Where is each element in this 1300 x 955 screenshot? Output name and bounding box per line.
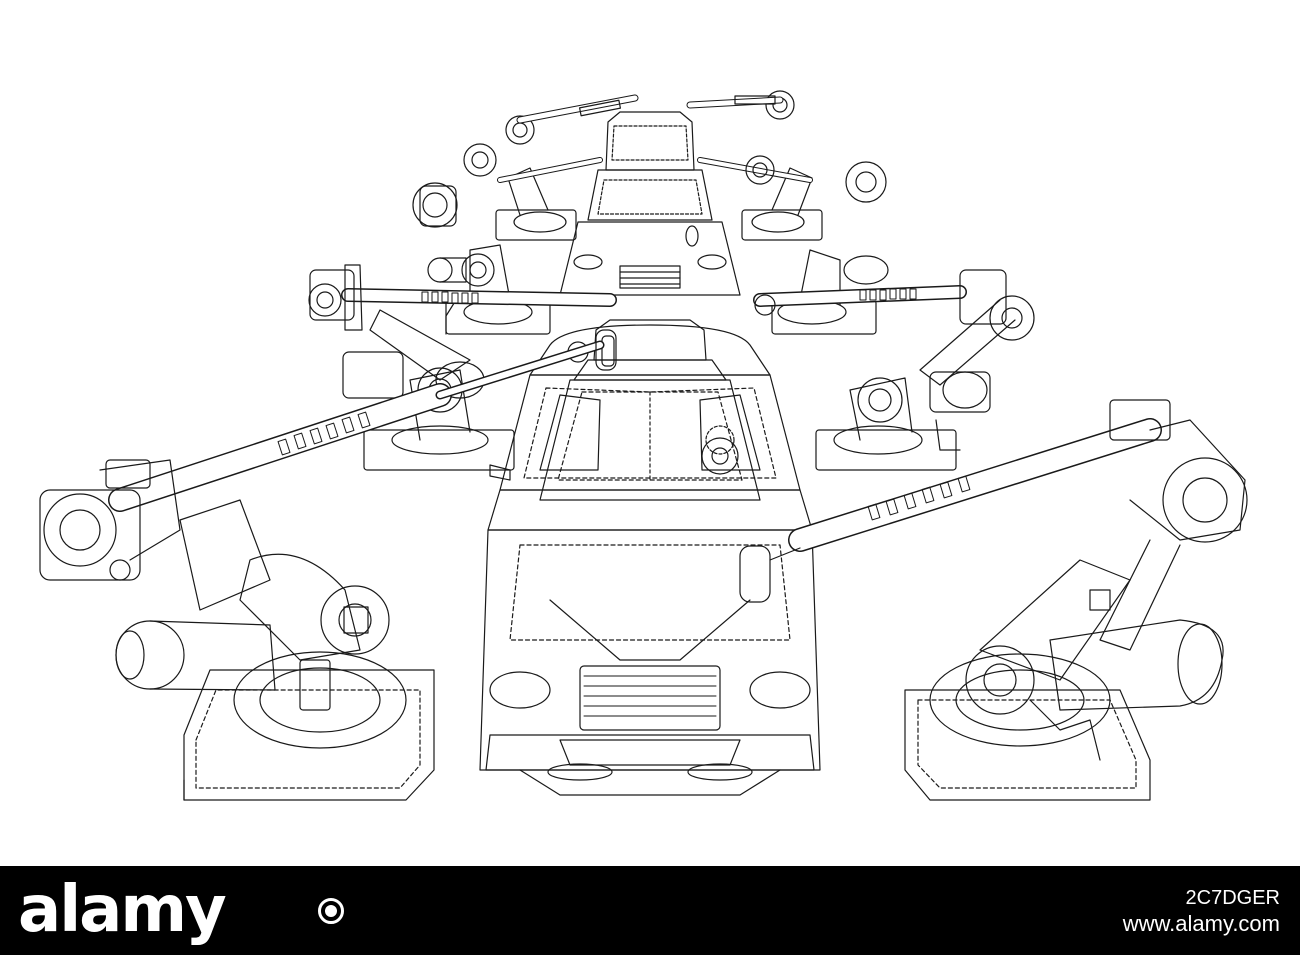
side-robot-right-mid — [815, 371, 991, 471]
watermark-footer: alamy 2C7DGER www.alamy.com — [0, 866, 1300, 955]
back-robot-upper-left — [412, 94, 639, 241]
front-robot-right — [739, 399, 1248, 801]
brand-logo: alamy — [18, 873, 227, 947]
front-car — [479, 324, 821, 796]
image-id: 2C7DGER — [1185, 887, 1280, 909]
middle-robot-left — [308, 244, 617, 381]
middle-robot-right — [753, 249, 1035, 386]
front-robot-left — [39, 329, 617, 801]
back-car — [559, 111, 741, 296]
back-robot-upper-right — [686, 90, 887, 241]
image-meta: 2C7DGER www.alamy.com — [1123, 886, 1280, 936]
illustration — [39, 90, 1248, 801]
brand-mark-icon — [318, 898, 344, 924]
site-url: www.alamy.com — [1122, 911, 1280, 936]
